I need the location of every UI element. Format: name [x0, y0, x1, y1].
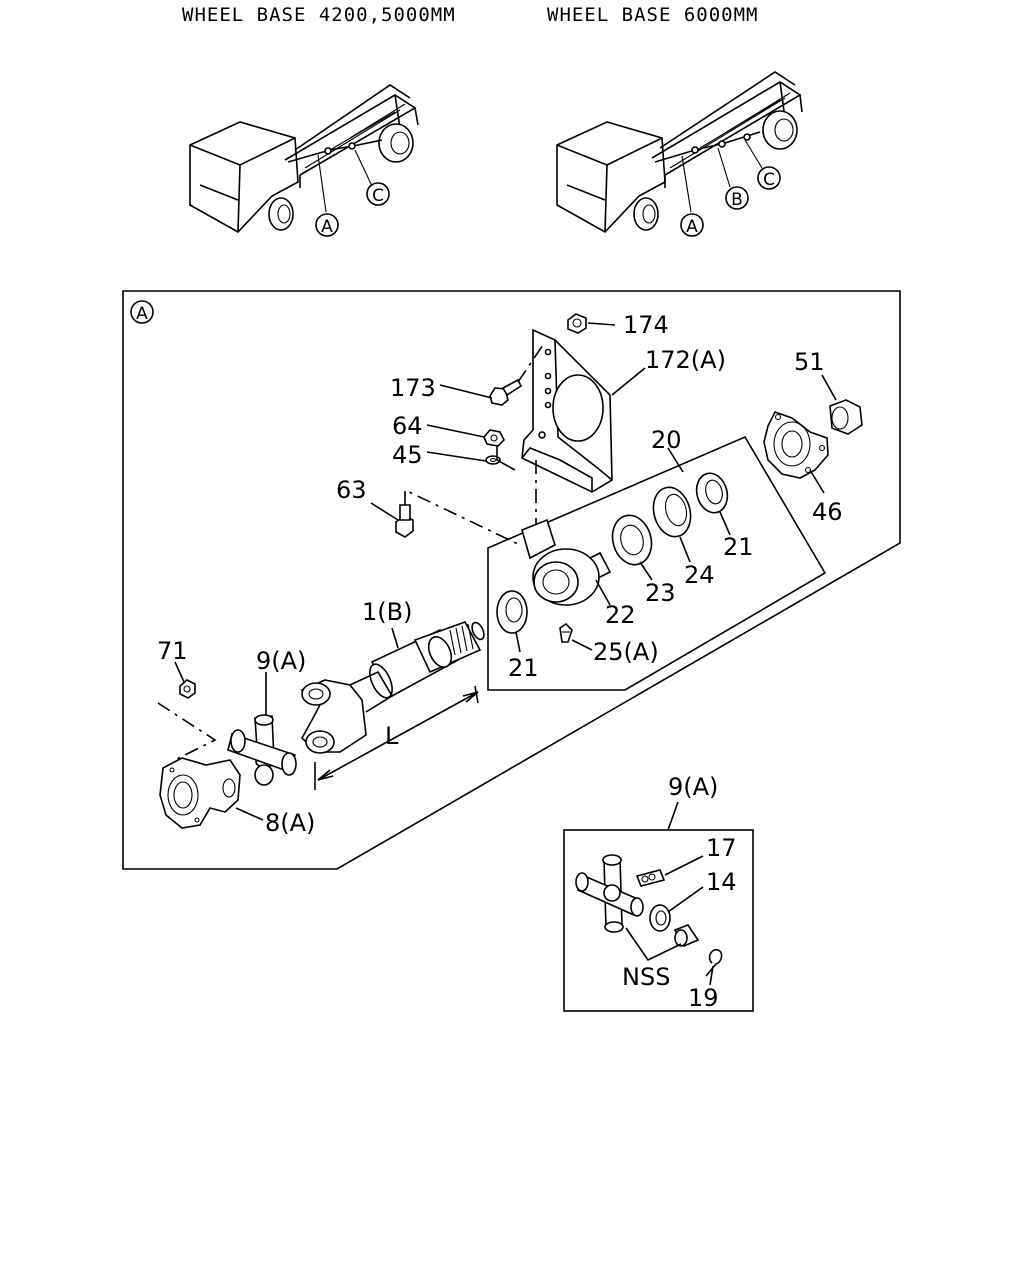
- svg-text:A: A: [321, 217, 333, 237]
- detail-part-17-grease-fitting: [635, 869, 666, 887]
- label-45: 45: [392, 441, 423, 469]
- detail-panel-frame: [563, 829, 754, 1012]
- svg-text:A: A: [136, 304, 148, 324]
- part-21-seal-lower: [496, 590, 528, 634]
- detail-label-14: 14: [706, 868, 737, 896]
- label-21-upper: 21: [723, 533, 754, 561]
- detail-label-nss: NSS: [622, 963, 670, 991]
- svg-text:B: B: [731, 190, 743, 210]
- label-51: 51: [794, 348, 825, 376]
- part-172a-bracket: [521, 328, 613, 493]
- marker-c-right: C: [757, 166, 781, 190]
- marker-a-right: A: [680, 213, 704, 237]
- detail-part-19-clip: [705, 948, 723, 977]
- label-63: 63: [336, 476, 367, 504]
- dimension-l: [314, 685, 479, 790]
- view-marker-a: A: [130, 300, 154, 324]
- part-51-nut: [829, 399, 863, 435]
- label-174: 174: [623, 311, 669, 339]
- svg-text:C: C: [372, 186, 384, 206]
- marker-c-left: C: [366, 182, 390, 206]
- svg-text:C: C: [763, 170, 775, 190]
- label-23: 23: [645, 579, 676, 607]
- truck-right: A B C: [556, 71, 803, 237]
- part-23-bearing: [611, 514, 653, 566]
- part-63-bolt: [395, 504, 414, 538]
- label-9a: 9(A): [256, 647, 306, 675]
- part-173-bolt: [489, 378, 523, 406]
- part-1b-propeller-shaft: [369, 621, 485, 699]
- label-24: 24: [684, 561, 715, 589]
- label-64: 64: [392, 412, 423, 440]
- detail-title-9a: 9(A): [668, 773, 718, 801]
- svg-text:A: A: [686, 217, 698, 237]
- label-46: 46: [812, 498, 843, 526]
- part-1b-slip-yoke: [300, 670, 394, 754]
- marker-b-right: B: [725, 186, 749, 210]
- label-22: 22: [605, 601, 636, 629]
- main-panel-frame: [122, 290, 901, 870]
- detail-bearing-cup: [673, 924, 700, 948]
- label-172a: 172(A): [645, 346, 726, 374]
- label-1b: 1(B): [362, 598, 412, 626]
- label-173: 173: [390, 374, 436, 402]
- label-71: 71: [157, 637, 188, 665]
- part-9a-universal-joint: [227, 714, 297, 786]
- part-46-flange: [763, 411, 829, 479]
- label-21-lower: 21: [508, 654, 539, 682]
- part-22-bearing-support: [521, 518, 612, 606]
- part-174-nut: [567, 313, 587, 334]
- label-20: 20: [651, 426, 682, 454]
- header-wheelbase-long: WHEEL BASE 6000MM: [547, 4, 759, 26]
- label-dimension-l: L: [385, 722, 399, 750]
- detail-part-14-seal: [649, 904, 671, 932]
- truck-left: A C: [189, 84, 419, 237]
- bearing-group-outline: [487, 435, 827, 691]
- label-25a: 25(A): [593, 638, 659, 666]
- part-24-slinger: [652, 486, 692, 538]
- part-25a-grease-nipple: [559, 622, 573, 643]
- part-64-nut: [483, 429, 505, 447]
- detail-spider: [575, 854, 644, 933]
- marker-a-left: A: [315, 213, 339, 237]
- part-71-nut: [179, 679, 196, 699]
- detail-label-17: 17: [706, 834, 737, 862]
- detail-label-19: 19: [688, 984, 719, 1012]
- header-wheelbase-short: WHEEL BASE 4200,5000MM: [182, 4, 456, 26]
- part-8a-companion-flange: [159, 757, 241, 829]
- part-21-seal-upper: [695, 472, 729, 514]
- label-8a: 8(A): [265, 809, 315, 837]
